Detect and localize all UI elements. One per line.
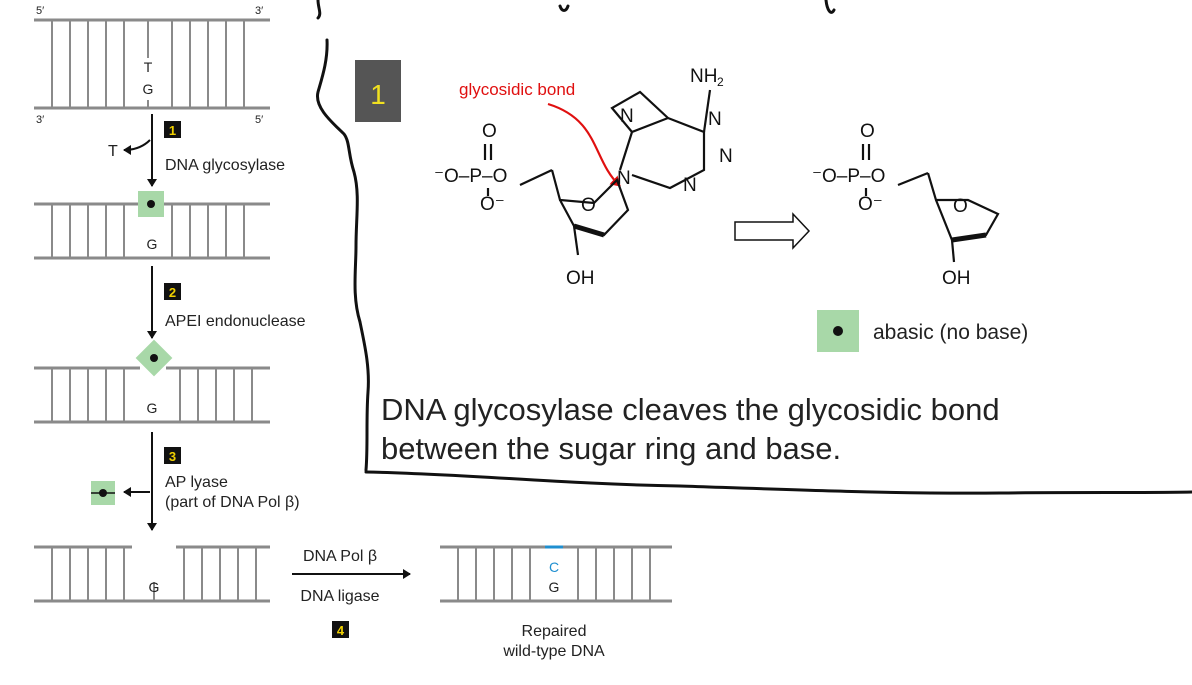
five-prime-label: 5′ — [36, 5, 44, 17]
step-1-number: 1 — [169, 123, 176, 138]
step-3: 3 AP lyase (part of DNA Pol β) — [91, 432, 300, 531]
step-4-number: 4 — [337, 623, 345, 638]
abasic-sugar-structure: O ⁻O–P–O O⁻ O OH — [812, 121, 1000, 289]
dAMP-structure: O ⁻O–P–O O⁻ O OH N N N N N NH 2 — [434, 66, 733, 289]
svg-text:⁻O–P–O: ⁻O–P–O — [434, 166, 507, 187]
svg-text:N: N — [683, 175, 697, 196]
dna-duplex-3: G — [34, 339, 270, 424]
step-2: 2 APEI endonuclease — [147, 266, 306, 339]
five-prime-label-bottom: 5′ — [255, 114, 263, 126]
reaction-arrow — [734, 212, 811, 250]
glycosylase-panel: 1 glycosidic bond O ⁻O–P–O O⁻ O OH N N N… — [355, 60, 1028, 466]
svg-text:O: O — [581, 195, 596, 216]
svg-text:N: N — [620, 106, 634, 127]
svg-text:O⁻: O⁻ — [480, 194, 505, 215]
step-4-enzyme-top: DNA Pol β — [303, 548, 377, 565]
template-base-G: G — [549, 579, 560, 595]
result-label-line-2: wild-type DNA — [502, 643, 605, 660]
svg-text:O⁻: O⁻ — [858, 194, 883, 215]
result-label-line-1: Repaired — [522, 623, 587, 640]
three-prime-label-bottom: 3′ — [36, 114, 44, 126]
step-1-box — [164, 121, 181, 138]
step-2-number: 2 — [169, 285, 176, 300]
template-base-G: G — [147, 400, 158, 416]
step-2-box — [164, 283, 181, 300]
svg-text:N: N — [708, 109, 722, 130]
dna-duplex-1: 5′ 3′ T G 3′ 5′ — [34, 5, 270, 126]
svg-text:NH: NH — [690, 66, 717, 87]
caption-line-1: DNA glycosylase cleaves the glycosidic b… — [381, 392, 1000, 427]
step-4: DNA Pol β DNA ligase 4 — [292, 548, 411, 638]
svg-text:N: N — [719, 146, 733, 167]
step-2-enzyme: APEI endonuclease — [165, 313, 306, 330]
dna-duplex-4: G — [34, 545, 270, 603]
dna-duplex-2: G — [34, 191, 270, 260]
step-3-number: 3 — [169, 449, 176, 464]
step-badge — [355, 60, 401, 122]
caption-line-2: between the sugar ring and base. — [381, 431, 841, 466]
step-badge-number: 1 — [370, 79, 386, 110]
template-base-G: G — [143, 81, 154, 97]
abasic-legend: abasic (no base) — [817, 310, 1028, 352]
step-4-box — [332, 621, 349, 638]
three-prime-label: 3′ — [255, 5, 263, 17]
dna-duplex-repaired: C G Repaired wild-type DNA — [440, 545, 672, 660]
step-4-enzyme-bottom: DNA ligase — [300, 588, 379, 605]
step-1-enzyme: DNA glycosylase — [165, 157, 285, 174]
template-base-G: G — [147, 236, 158, 252]
abasic-legend-label: abasic (no base) — [873, 321, 1028, 344]
panel-border-bottom — [364, 470, 1192, 495]
step-3-note: (part of DNA Pol β) — [165, 494, 300, 511]
svg-text:OH: OH — [566, 268, 595, 289]
removed-base-T: T — [108, 143, 118, 160]
svg-text:O: O — [953, 196, 968, 217]
svg-text:2: 2 — [717, 75, 724, 89]
glycosidic-bond-arrow — [547, 102, 621, 187]
nicked-abasic-dot — [150, 354, 158, 362]
abasic-legend-dot — [833, 326, 843, 336]
abasic-site-dot — [147, 200, 155, 208]
repaired-base-C: C — [549, 559, 559, 575]
panel-border-left — [316, 38, 370, 472]
glycosidic-bond-label: glycosidic bond — [459, 80, 575, 99]
svg-text:⁻O–P–O: ⁻O–P–O — [812, 166, 885, 187]
svg-text:OH: OH — [942, 268, 971, 289]
mismatch-base-T: T — [144, 59, 153, 75]
step-1: T 1 DNA glycosylase — [108, 114, 285, 187]
step-3-box — [164, 447, 181, 464]
step-3-enzyme: AP lyase — [165, 474, 228, 491]
handwriting-scribble — [316, 0, 836, 20]
template-base-G: G — [149, 579, 160, 595]
svg-text:O: O — [860, 121, 875, 142]
svg-text:O: O — [482, 121, 497, 142]
svg-text:N: N — [617, 168, 631, 189]
